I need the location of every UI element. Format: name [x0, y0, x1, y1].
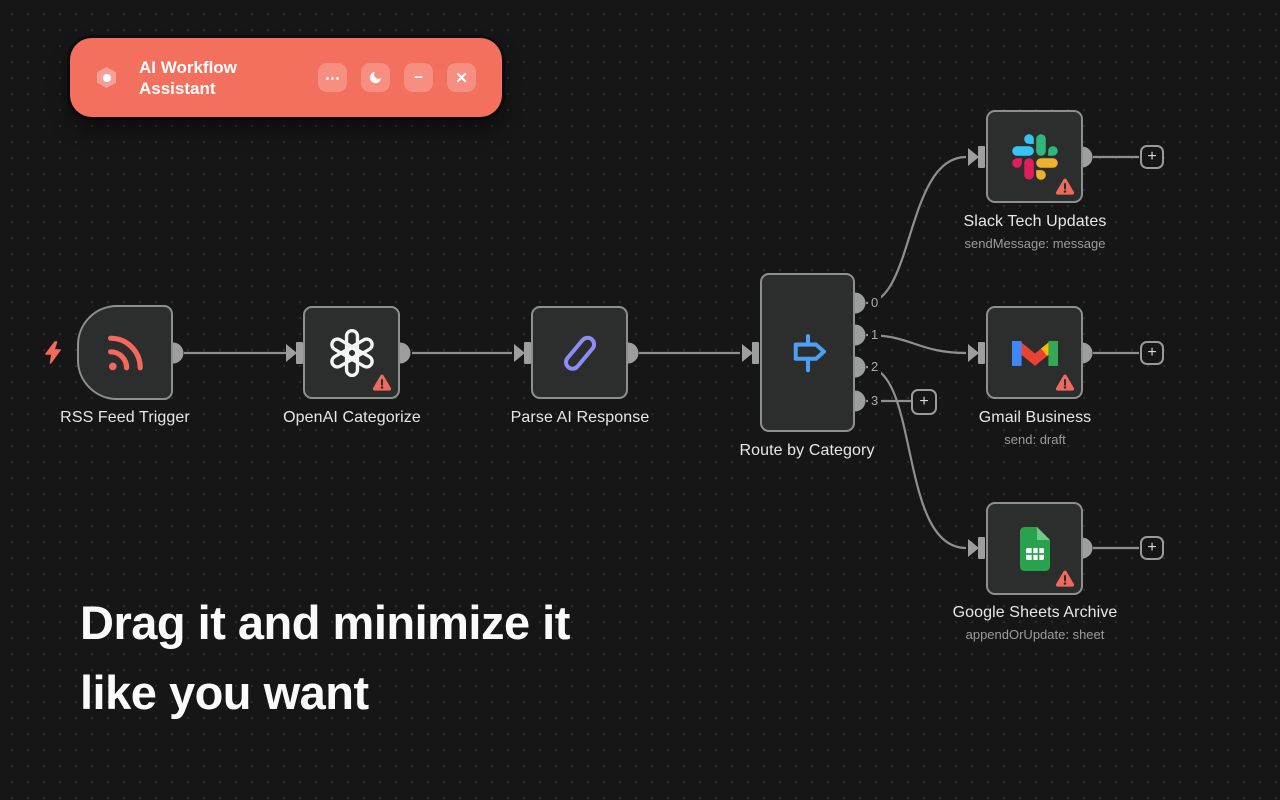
add-node-button-route-3[interactable]: +	[911, 389, 937, 415]
assistant-title: AI Workflow Assistant	[139, 57, 237, 98]
node-subtitle: sendMessage: message	[964, 236, 1106, 251]
caption-line-2: like you want	[80, 666, 369, 719]
slack-icon	[1011, 133, 1058, 180]
node-rss-feed-trigger[interactable]	[77, 305, 173, 400]
add-node-button-gmail[interactable]: +	[1140, 341, 1164, 365]
node-title: Slack Tech Updates	[963, 213, 1107, 230]
input-port-gmail	[968, 342, 985, 364]
label-sheets: Google Sheets Archive appendOrUpdate: sh…	[885, 604, 1185, 642]
warning-icon	[1055, 374, 1075, 391]
route-output-label-2: 2	[868, 359, 882, 375]
minimize-button[interactable]: −	[404, 63, 433, 92]
node-subtitle: send: draft	[1004, 432, 1066, 447]
route-output-label-3: 3	[868, 393, 882, 409]
label-gmail: Gmail Business send: draft	[885, 409, 1185, 447]
trigger-bolt-icon	[45, 341, 61, 364]
caption-text: Drag it and minimize it like you want	[80, 588, 570, 728]
node-subtitle: appendOrUpdate: sheet	[965, 627, 1105, 642]
node-gmail-business[interactable]	[986, 306, 1083, 399]
node-title: Google Sheets Archive	[952, 604, 1118, 621]
rss-icon	[108, 335, 143, 370]
close-button[interactable]: ✕	[447, 63, 476, 92]
wire-route2-sheets	[865, 365, 967, 550]
wire-route0-slack	[865, 155, 967, 305]
moon-icon	[369, 71, 382, 84]
node-parse-ai-response[interactable]	[531, 306, 628, 399]
add-node-button-sheets[interactable]: +	[1140, 536, 1164, 560]
node-route-by-category[interactable]	[760, 273, 855, 432]
input-port-sheets	[968, 537, 985, 559]
node-title: Gmail Business	[978, 409, 1092, 426]
signpost-icon	[793, 333, 826, 372]
assistant-hexagon-icon	[97, 67, 116, 88]
node-title: Route by Category	[739, 442, 875, 459]
input-port-route	[742, 342, 759, 364]
openai-icon	[329, 328, 374, 377]
input-port-openai	[286, 342, 303, 364]
node-openai-categorize[interactable]	[303, 306, 400, 399]
dark-mode-button[interactable]	[361, 63, 390, 92]
node-slack-tech-updates[interactable]	[986, 110, 1083, 203]
warning-icon	[1055, 570, 1075, 587]
label-slack: Slack Tech Updates sendMessage: message	[885, 213, 1185, 251]
gmail-icon	[1011, 341, 1058, 366]
more-button[interactable]: ⋯	[318, 63, 347, 92]
label-rss: RSS Feed Trigger	[0, 409, 275, 427]
label-openai: OpenAI Categorize	[202, 409, 502, 427]
ai-workflow-assistant-panel[interactable]: AI Workflow Assistant ⋯ − ✕	[70, 38, 502, 117]
caption-line-1: Drag it and minimize it	[80, 596, 570, 649]
node-google-sheets-archive[interactable]	[986, 502, 1083, 595]
warning-icon	[1055, 178, 1075, 195]
node-title: OpenAI Categorize	[283, 409, 421, 426]
route-output-label-1: 1	[868, 327, 882, 343]
node-title: Parse AI Response	[510, 409, 650, 426]
google-sheets-icon	[1019, 526, 1050, 571]
node-title: RSS Feed Trigger	[60, 409, 190, 426]
input-port-parse	[514, 342, 531, 364]
pen-icon	[563, 335, 596, 371]
label-route: Route by Category	[657, 442, 957, 460]
add-node-button-slack[interactable]: +	[1140, 145, 1164, 169]
warning-icon	[372, 374, 392, 391]
route-output-label-0: 0	[868, 295, 882, 311]
input-port-slack	[968, 146, 985, 168]
label-parse: Parse AI Response	[430, 409, 730, 427]
